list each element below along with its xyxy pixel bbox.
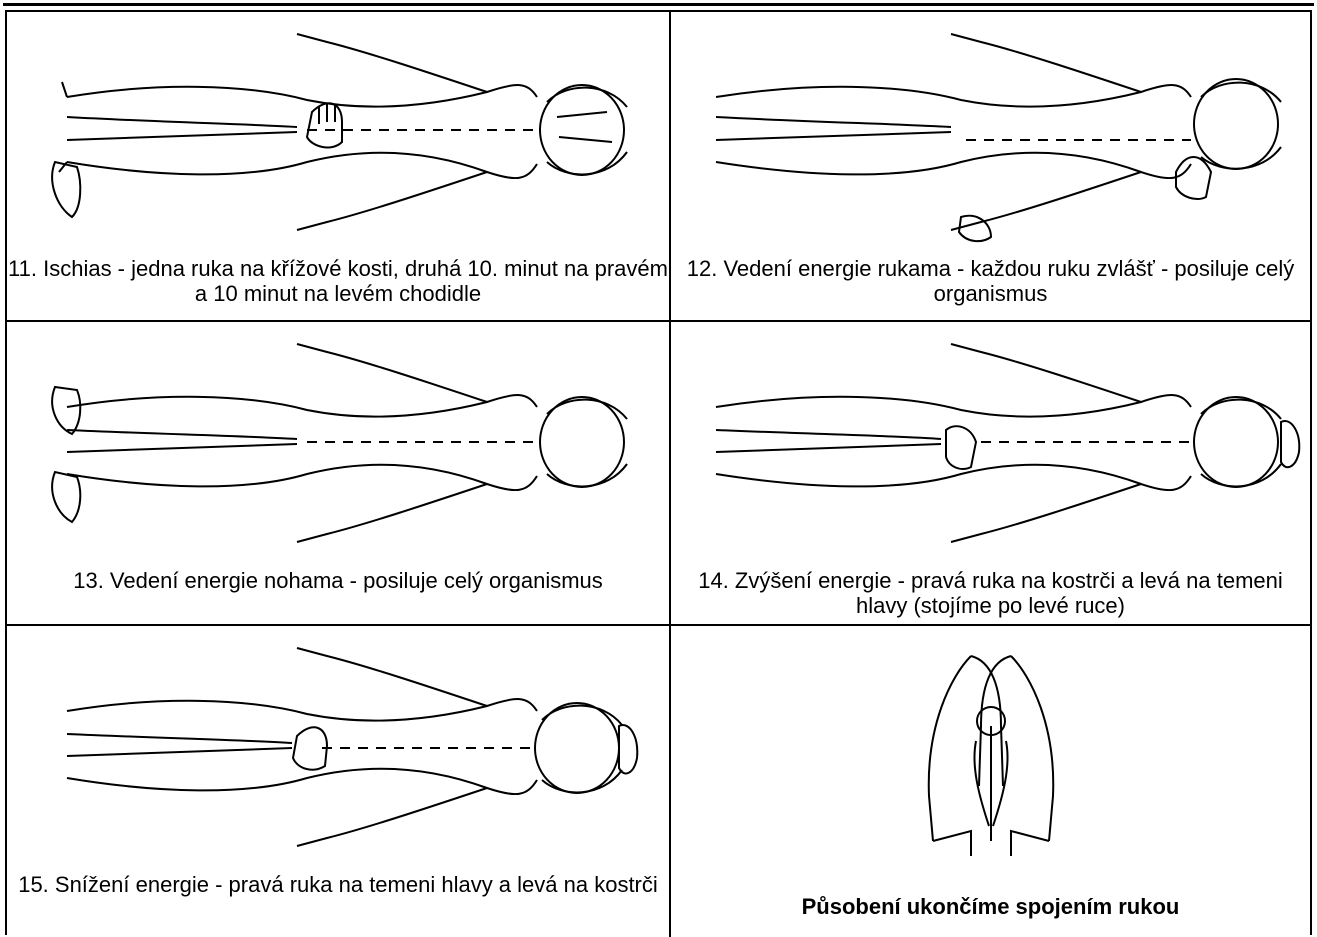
instruction-grid: 11. Ischias - jedna ruka na křížové kost…	[5, 10, 1312, 935]
joined-hands-icon	[929, 656, 1053, 856]
hand-icon	[619, 725, 637, 773]
step-15-cell: 15. Snížení energie - pravá ruka na teme…	[7, 626, 669, 937]
caption-step-11: 11. Ischias - jedna ruka na křížové kost…	[7, 256, 669, 306]
head	[1194, 79, 1281, 169]
body-outline	[716, 344, 1191, 542]
body-outline	[67, 344, 537, 542]
body-figure-14	[671, 322, 1310, 562]
body-figure-11	[7, 12, 669, 250]
top-rule	[3, 3, 1314, 6]
hand-icon	[1281, 421, 1299, 467]
hand-icon	[52, 472, 80, 522]
head	[535, 703, 622, 793]
caption-closing: Působení ukončíme spojením rukou	[671, 894, 1310, 919]
caption-step-12: 12. Vedení energie rukama - každou ruku …	[671, 256, 1310, 306]
hand-icon	[1176, 157, 1211, 199]
hand-icon	[946, 426, 976, 469]
step-14-cell: 14. Zvýšení energie - pravá ruka na kost…	[671, 322, 1310, 624]
caption-step-14: 14. Zvýšení energie - pravá ruka na kost…	[671, 568, 1310, 618]
hand-icon	[293, 727, 327, 769]
joined-hands-illustration	[671, 626, 1310, 866]
head	[540, 397, 627, 487]
hand-icon	[959, 216, 991, 241]
head	[1194, 397, 1281, 487]
body-outline	[716, 34, 1191, 230]
step-12-cell: 12. Vedení energie rukama - každou ruku …	[671, 12, 1310, 320]
body-figure-12	[671, 12, 1310, 250]
caption-step-15: 15. Snížení energie - pravá ruka na teme…	[7, 872, 669, 897]
step-13-cell: 13. Vedení energie nohama - posiluje cel…	[7, 322, 669, 624]
head	[540, 85, 627, 175]
hand-icon	[52, 162, 80, 217]
body-figure-13	[7, 322, 669, 562]
body-outline	[59, 34, 537, 230]
hand-icon	[307, 103, 342, 147]
caption-step-13: 13. Vedení energie nohama - posiluje cel…	[7, 568, 669, 593]
step-11-cell: 11. Ischias - jedna ruka na křížové kost…	[7, 12, 669, 320]
hand-icon	[52, 387, 80, 434]
closing-cell: Působení ukončíme spojením rukou	[671, 626, 1310, 937]
body-figure-15	[7, 626, 669, 871]
